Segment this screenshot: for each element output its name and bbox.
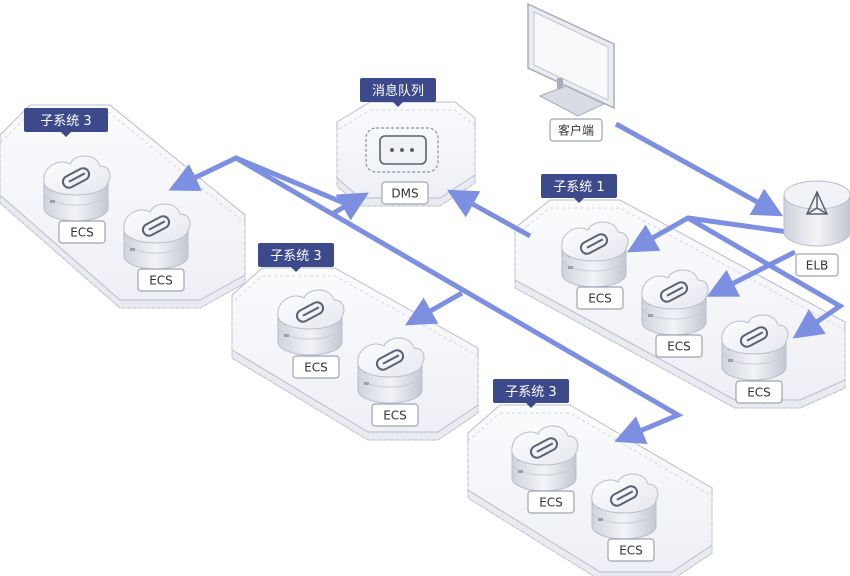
subsystem-3-bottom-tag-text: 子系统 3 [505,385,556,400]
subsystem-1-tag-text: 子系统 1 [553,180,604,195]
subsystem-3-left-platform [0,104,246,309]
server-icon [720,314,789,381]
ecs-label-sub1-3: ECS [735,380,783,404]
ecs-label-sub3-bottom-2-text: ECS [619,544,643,558]
dms-label-text: DMS [391,187,418,201]
ecs-server-sub1-3 [720,314,789,381]
ecs-label-sub3-middle-1: ECS [292,355,340,379]
ecs-server-sub1-1 [560,221,629,288]
subsystem-3-left-tag-text: 子系统 3 [40,114,91,129]
ecs-label-sub3-middle-2-text: ECS [383,409,407,423]
ecs-server-sub3-bottom-2 [590,473,659,540]
nodes-layer [42,2,850,540]
client-label-text: 客户端 [558,123,594,138]
subsystem-3-middle-tag-text: 子系统 3 [270,249,321,264]
monitor-icon [527,2,615,117]
server-icon [590,473,659,540]
message-queue-icon [365,127,439,173]
subsystem-1-tag: 子系统 1 [541,174,617,203]
flow-arrows [168,121,845,445]
ecs-label-sub3-left-1-text: ECS [70,226,94,240]
server-icon [42,155,111,222]
server-icon [122,203,191,270]
subsystem-3-left-tag: 子系统 3 [24,108,108,137]
elb-label-text: ELB [806,259,829,273]
ecs-label-sub3-bottom-1-text: ECS [539,496,563,510]
ecs-label-sub3-left-1: ECS [58,220,106,244]
ecs-server-sub3-bottom-1 [510,425,579,492]
dms-to-subsystem-3-middle-arrow [404,290,464,326]
subsystem-platforms [0,101,846,576]
subsystem-1-to-dms-arrow [446,189,532,239]
client-to-elb-arrow [614,121,784,217]
dms-to-subsystems-link [330,192,369,221]
client-label: 客户端 [549,118,603,142]
dms-label: DMS [381,181,429,205]
dms-trunk-line [234,155,684,445]
ecs-label-sub1-2-text: ECS [667,340,691,354]
ecs-label-sub3-bottom-1: ECS [527,490,575,514]
subsystem-3-middle-platform [231,267,479,441]
ecs-label-sub1-3-text: ECS [747,386,771,400]
ecs-label-sub3-left-2-text: ECS [149,274,173,288]
subsystem-3-bottom-tag: 子系统 3 [493,379,569,408]
ecs-server-sub3-middle-1 [276,289,345,356]
elb-label: ELB [795,253,839,277]
ecs-label-sub1-1: ECS [576,286,624,310]
server-icon [510,425,579,492]
ecs-server-sub1-2 [640,269,709,336]
ecs-label-sub3-bottom-2: ECS [607,538,655,562]
subsystem-3-bottom-platform [467,404,713,576]
elb-to-ecs-1c-arrow [686,215,845,339]
queue-tag-text: 消息队列 [372,83,424,99]
elb-to-ecs-1b-arrow [706,249,797,297]
ecs-label-sub1-1-text: ECS [588,292,612,306]
server-icon [276,289,345,356]
ecs-label-sub3-middle-2: ECS [371,403,419,427]
subsystem-3-middle-tag: 子系统 3 [258,243,334,272]
ecs-server-sub3-left-2 [122,203,191,270]
server-icon [640,269,709,336]
elb-icon [783,180,850,247]
queue-tag: 消息队列 [360,78,436,107]
ecs-server-sub3-left-1 [42,155,111,222]
ecs-label-sub3-middle-1-text: ECS [304,361,328,375]
server-icon [560,221,629,288]
ecs-label-sub1-2: ECS [655,334,703,358]
ecs-label-sub3-left-2: ECS [137,268,185,292]
ecs-server-sub3-middle-2 [356,337,425,404]
server-icon [356,337,425,404]
